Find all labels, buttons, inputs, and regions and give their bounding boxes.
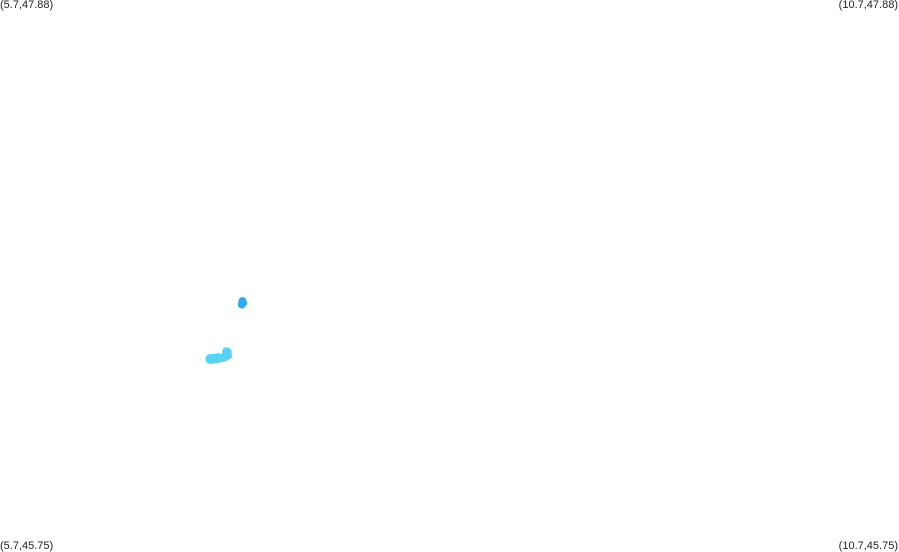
corner-label-bottom-left: (5.7,45.75): [0, 540, 54, 552]
corner-label-bottom-right: (10.7,45.75): [838, 540, 898, 552]
cluster-small: [237, 297, 248, 309]
map-point[interactable]: [214, 353, 223, 362]
cluster-main: [205, 347, 233, 364]
map-point[interactable]: [237, 300, 246, 309]
corner-label-top-right: (10.7,47.88): [838, 0, 898, 11]
corner-label-top-left: (5.7,47.88): [0, 0, 54, 11]
